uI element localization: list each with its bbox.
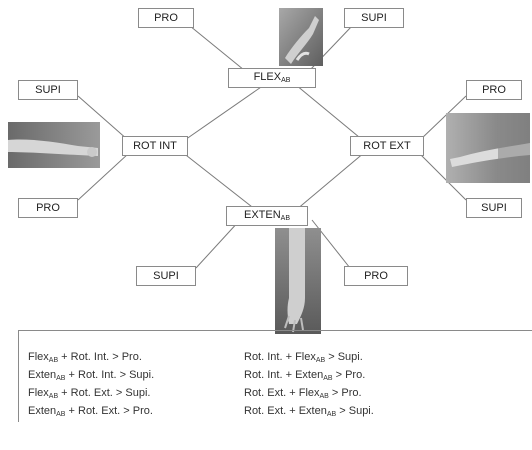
rule-left: FlexAB + Rot. Ext. > Supi. [28, 387, 151, 400]
box-supi-top: SUPI [344, 8, 404, 28]
box-supi-bottom: SUPI [136, 266, 196, 286]
box-supi-right: SUPI [466, 198, 522, 218]
rules-left-column: FlexAB + Rot. Int. > Pro. ExtenAB + Rot.… [28, 350, 154, 422]
line-rotint-exten [181, 151, 257, 211]
box-pro-right: PRO [466, 80, 522, 100]
arm-extension-image [275, 228, 321, 334]
box-pro-top: PRO [138, 8, 194, 28]
rule-left: FlexAB + Rot. Int. > Pro. [28, 351, 142, 364]
rules-right-column: Rot. Int. + FlexAB > Supi. Rot. Int. + E… [244, 350, 374, 422]
box-pro-left: PRO [18, 198, 78, 218]
box-exten-label: EXTENAB [243, 209, 291, 223]
photo-rot-ext [446, 113, 530, 183]
box-supi-bottom-label: SUPI [153, 269, 179, 282]
line-flex-pro-top [189, 25, 245, 71]
box-supi-right-label: SUPI [481, 201, 507, 214]
legend-top-border [18, 330, 532, 331]
rule-right: Rot. Int. + ExtenAB > Pro. [244, 369, 366, 382]
line-exten-supi-bottom [195, 219, 241, 269]
arm-internal-rotation-image [8, 122, 100, 168]
photo-extension [275, 228, 321, 334]
rule-left: ExtenAB + Rot. Ext. > Pro. [28, 405, 153, 418]
box-flex: FLEXAB [228, 68, 316, 88]
line-rotint-pro [77, 153, 129, 201]
box-rot-ext: ROT EXT [350, 136, 424, 156]
flex-main-text: FLEX [253, 71, 282, 83]
box-rot-int: ROT INT [122, 136, 188, 156]
arm-external-rotation-image [446, 113, 530, 183]
box-pro-left-label: PRO [36, 201, 60, 214]
box-supi-top-label: SUPI [361, 11, 387, 24]
line-rotext-supi [419, 153, 467, 201]
legend-left-border [18, 330, 19, 422]
box-supi-left: SUPI [18, 80, 78, 100]
box-pro-top-label: PRO [154, 11, 178, 24]
rule-right: Rot. Ext. + FlexAB > Pro. [244, 387, 362, 400]
line-flex-rotext [295, 84, 366, 143]
arm-flexion-image [279, 8, 323, 66]
box-pro-bottom-label: PRO [364, 269, 388, 282]
exten-main-text: EXTEN [243, 209, 281, 221]
photo-flexion [279, 8, 323, 66]
box-pro-bottom: PRO [344, 266, 408, 286]
line-rotext-pro [419, 95, 467, 141]
rule-right: Rot. Ext. + ExtenAB > Supi. [244, 405, 374, 418]
exten-sub-text: AB [280, 215, 291, 222]
flex-sub-text: AB [281, 77, 291, 84]
line-flex-rotint [181, 84, 265, 143]
box-rot-ext-label: ROT EXT [363, 139, 411, 152]
line-rotext-exten [295, 151, 366, 211]
rule-right: Rot. Int. + FlexAB > Supi. [244, 351, 363, 364]
rule-left: ExtenAB + Rot. Int. > Supi. [28, 369, 155, 382]
box-rot-int-label: ROT INT [133, 139, 177, 152]
box-supi-left-label: SUPI [35, 83, 61, 96]
rules-legend: FlexAB + Rot. Int. > Pro. ExtenAB + Rot.… [18, 330, 532, 450]
photo-rot-int [8, 122, 100, 168]
box-exten: EXTENAB [226, 206, 308, 226]
box-pro-right-label: PRO [482, 83, 506, 96]
box-flex-label: FLEXAB [253, 71, 291, 85]
line-rotint-supi [77, 95, 129, 141]
